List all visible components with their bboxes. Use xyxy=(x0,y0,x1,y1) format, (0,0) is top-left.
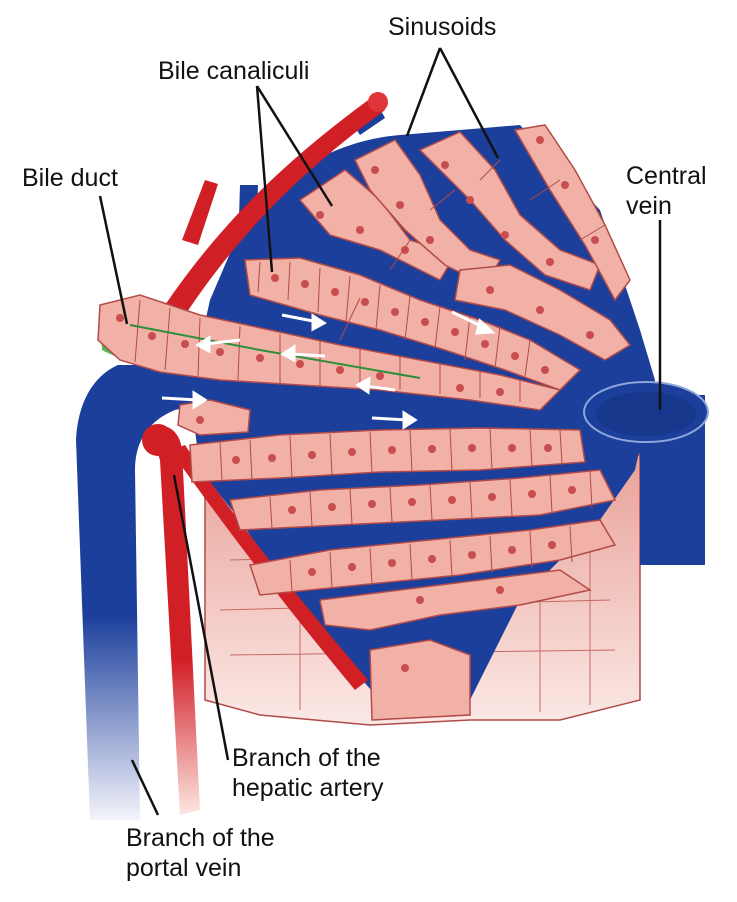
hepatocyte-nuclei xyxy=(116,136,599,672)
hepatic-artery-cut-end-2 xyxy=(142,424,174,456)
label-central-vein-line1: Central xyxy=(626,162,707,190)
label-hepatic-artery: Branch of the hepatic artery xyxy=(232,743,383,803)
label-hepatic-artery-line1: Branch of the xyxy=(232,744,381,772)
label-bile-canaliculi: Bile canaliculi xyxy=(158,57,310,85)
label-portal-vein: Branch of the portal vein xyxy=(126,823,275,883)
hepatic-artery-branch xyxy=(150,426,200,815)
hepatocyte-plate xyxy=(353,139,502,286)
hepatic-artery-twig xyxy=(182,180,218,245)
hepatic-artery-cut-end xyxy=(368,92,388,112)
hepatocyte-plates xyxy=(97,124,632,721)
label-bile-duct: Bile duct xyxy=(22,164,118,192)
label-sinusoids: Sinusoids xyxy=(388,13,497,41)
leader-line xyxy=(98,47,662,816)
hepatocyte-plate xyxy=(319,569,592,631)
hepatocyte-plate xyxy=(177,399,251,436)
label-hepatic-artery-line2: hepatic artery xyxy=(232,774,384,802)
label-central-vein-line2: vein xyxy=(626,192,672,220)
label-portal-vein-line2: portal vein xyxy=(126,854,242,882)
white-arrow-icon xyxy=(161,310,496,430)
hepatocyte-plate xyxy=(97,294,562,411)
label-portal-vein-line1: Branch of the xyxy=(126,824,275,852)
label-central-vein: Central vein xyxy=(626,161,707,221)
hepatocyte-plate xyxy=(513,124,631,302)
hepatic-artery-upper-branch xyxy=(165,95,385,315)
hepatocyte-plate xyxy=(189,427,586,483)
hepatocyte-plate xyxy=(228,469,617,531)
bile-canaliculus-line xyxy=(129,324,421,379)
hepatocyte-plate xyxy=(369,639,471,721)
portal-vein-branch xyxy=(76,365,240,820)
